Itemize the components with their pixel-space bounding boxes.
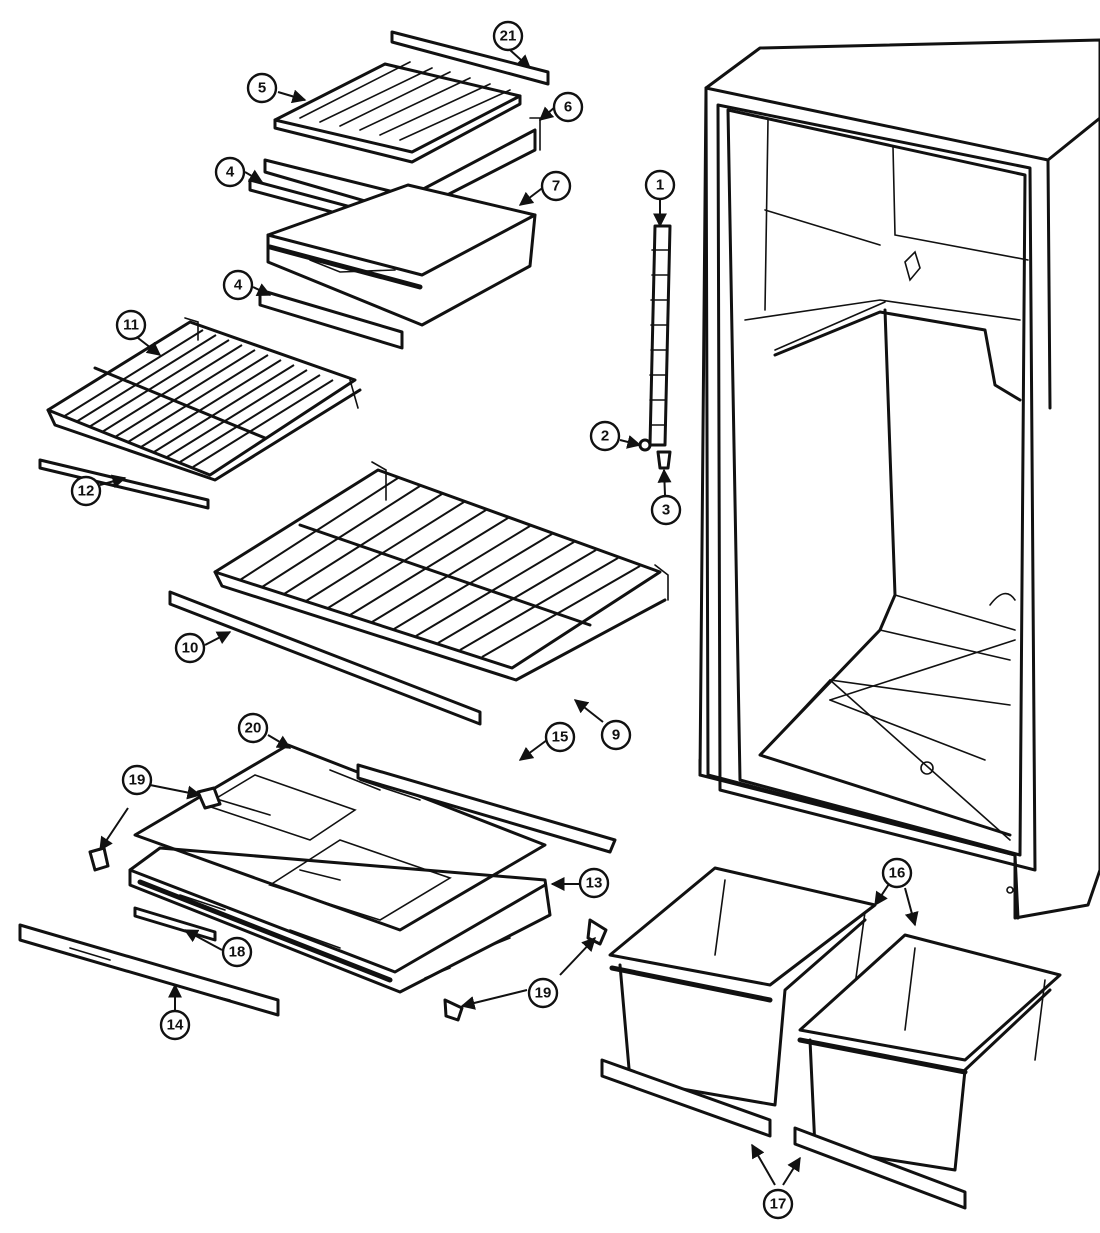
screw-2 xyxy=(638,438,652,452)
svg-text:12: 12 xyxy=(78,483,95,500)
callout-2: 2 xyxy=(589,420,621,452)
callout-3: 3 xyxy=(650,494,682,526)
clip-19-b xyxy=(88,846,110,872)
callout-10: 10 xyxy=(174,632,206,664)
callout-21: 21 xyxy=(492,20,524,52)
callout-4-lower: 4 xyxy=(222,269,254,301)
callout-19-bottom: 19 xyxy=(527,977,559,1009)
svg-text:6: 6 xyxy=(564,99,572,116)
clip-19-d xyxy=(443,998,464,1022)
svg-text:5: 5 xyxy=(258,80,266,97)
leader-lines xyxy=(99,49,919,1186)
shelf-trim-12 xyxy=(38,458,210,510)
crisper-pan-16-right xyxy=(797,933,1062,1172)
svg-text:3: 3 xyxy=(662,502,670,519)
svg-text:13: 13 xyxy=(586,875,603,892)
svg-text:14: 14 xyxy=(167,1017,184,1034)
callout-1: 1 xyxy=(644,169,676,201)
callout-16: 16 xyxy=(881,857,913,889)
svg-text:15: 15 xyxy=(552,729,569,746)
svg-text:2: 2 xyxy=(601,428,609,445)
svg-text:11: 11 xyxy=(123,317,139,334)
wire-shelf-11 xyxy=(46,317,362,482)
svg-text:19: 19 xyxy=(129,772,146,789)
svg-text:7: 7 xyxy=(552,178,560,195)
svg-text:1: 1 xyxy=(656,177,664,194)
callout-15: 15 xyxy=(544,721,576,753)
shelf-frame-13 xyxy=(128,846,552,994)
svg-text:9: 9 xyxy=(612,727,620,744)
keeper-cover-5 xyxy=(273,61,522,164)
svg-text:16: 16 xyxy=(889,865,906,882)
callout-20: 20 xyxy=(237,712,269,744)
svg-text:21: 21 xyxy=(500,28,517,45)
shelf-trim-15 xyxy=(356,763,617,854)
refrigerator-cabinet xyxy=(698,38,1100,920)
svg-text:4: 4 xyxy=(234,277,243,294)
callout-13: 13 xyxy=(578,867,610,899)
clip-19-a xyxy=(196,786,222,810)
callout-12: 12 xyxy=(70,475,102,507)
svg-text:4: 4 xyxy=(226,164,235,181)
svg-text:18: 18 xyxy=(229,944,246,961)
svg-text:19: 19 xyxy=(535,985,552,1002)
keeper-rail-4-lower xyxy=(258,288,404,350)
callout-14: 14 xyxy=(159,1009,191,1041)
keeper-pan-7 xyxy=(266,183,537,327)
callout-9: 9 xyxy=(600,719,632,751)
clip-19-c xyxy=(586,918,608,946)
callout-4-upper: 4 xyxy=(214,156,246,188)
callout-18: 18 xyxy=(221,936,253,968)
clip-3 xyxy=(656,450,672,470)
shelf-trim-10 xyxy=(168,590,482,726)
shelf-trim-14 xyxy=(18,923,280,1017)
callout-19-top: 19 xyxy=(121,764,153,796)
svg-text:17: 17 xyxy=(770,1196,787,1213)
callout-7: 7 xyxy=(540,170,572,202)
glass-shelf-20 xyxy=(133,743,547,932)
wire-shelf-9 xyxy=(213,461,669,682)
crisper-rail-17-left xyxy=(600,1058,772,1138)
crisper-rail-17-right xyxy=(793,1126,967,1210)
callout-6: 6 xyxy=(552,91,584,123)
shelf-support-1 xyxy=(648,224,672,447)
crisper-pan-16-left xyxy=(608,866,877,1107)
svg-text:20: 20 xyxy=(245,720,262,737)
callout-11: 11 xyxy=(115,309,147,341)
callout-5: 5 xyxy=(246,72,278,104)
svg-text:10: 10 xyxy=(182,640,199,657)
callout-17: 17 xyxy=(762,1188,794,1220)
shelf-trim-21 xyxy=(390,30,550,86)
